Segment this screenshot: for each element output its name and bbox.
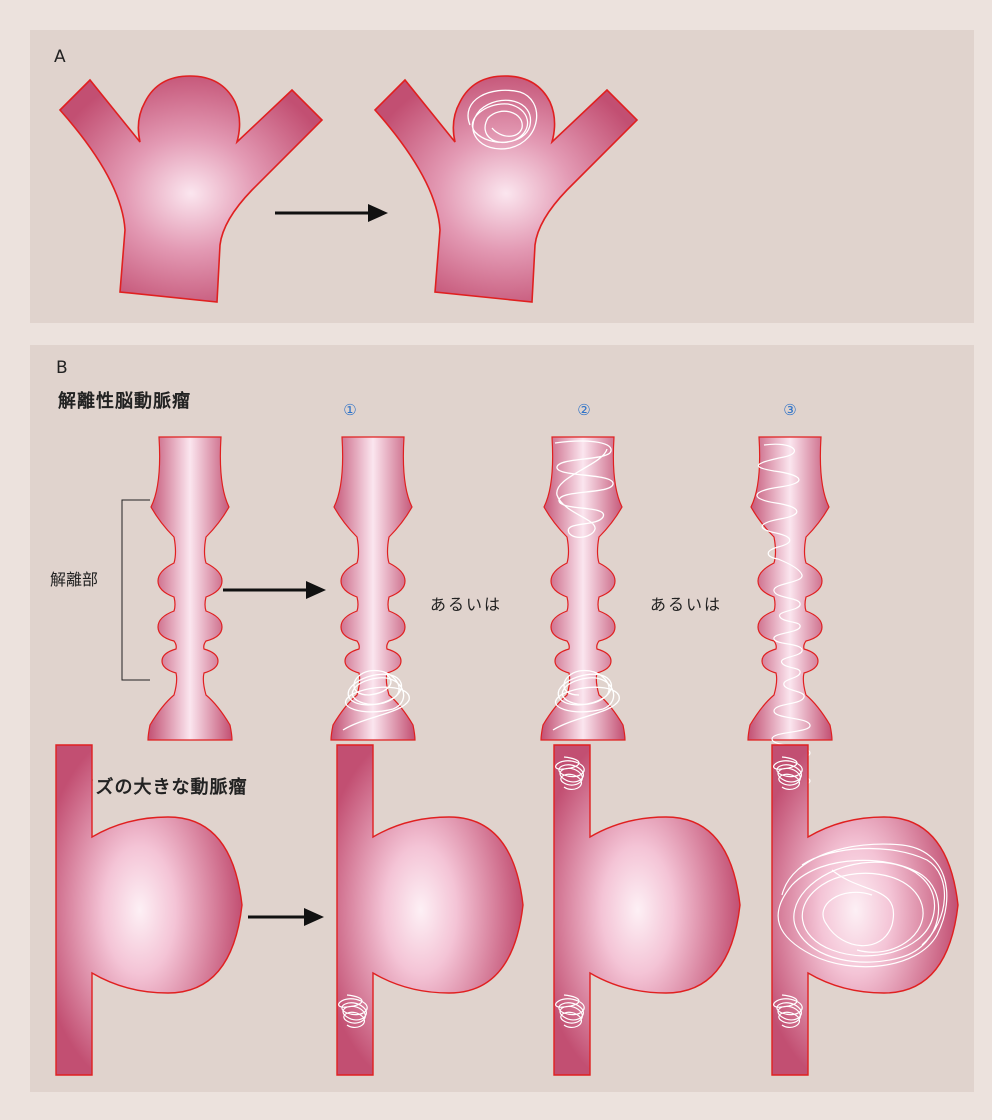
vessel-shape [554,745,740,1075]
dissecting-vessel-original [148,437,232,740]
dissecting-vessel-step-3 [748,437,832,795]
panel-a-label: A [54,47,66,67]
panel-b-label: B [56,358,68,378]
large-aneurysm-step-3 [772,745,958,1075]
vessel-shape [748,437,832,740]
vessel-shape [337,745,523,1075]
vessel-shape [375,76,637,302]
step-number-2: ② [577,401,590,419]
dissecting-vessel-step-2 [541,437,625,740]
panel-a: A [30,30,974,323]
vessel-shape [60,76,322,302]
right-arrow [223,581,326,599]
vessel-shape [772,745,958,1075]
large-aneurysm-step-2 [554,745,740,1075]
dissection-bracket [122,500,150,680]
right-arrow [275,204,388,222]
step-number-3: ③ [783,401,796,419]
panel-b: B 解離性脳動脈瘤 ① ② ③ 解離部 あるいは [30,345,974,1092]
dissection-label: 解離部 [50,570,98,589]
panel-a-canvas: A [30,30,974,323]
bifurcation-aneurysm-before [60,76,322,302]
or-text-2: あるいは [650,595,722,614]
bifurcation-aneurysm-coiled [375,76,637,302]
panel-b-canvas: B 解離性脳動脈瘤 ① ② ③ 解離部 あるいは [30,345,974,1092]
or-text-1: あるいは [430,595,502,614]
vessel-shape [148,437,232,740]
right-arrow [248,908,324,926]
large-aneurysm-step-1 [337,745,523,1075]
dissecting-vessel-step-1 [331,437,415,740]
dissecting-aneurysm-title: 解離性脳動脈瘤 [58,390,191,412]
step-number-1: ① [343,401,356,419]
